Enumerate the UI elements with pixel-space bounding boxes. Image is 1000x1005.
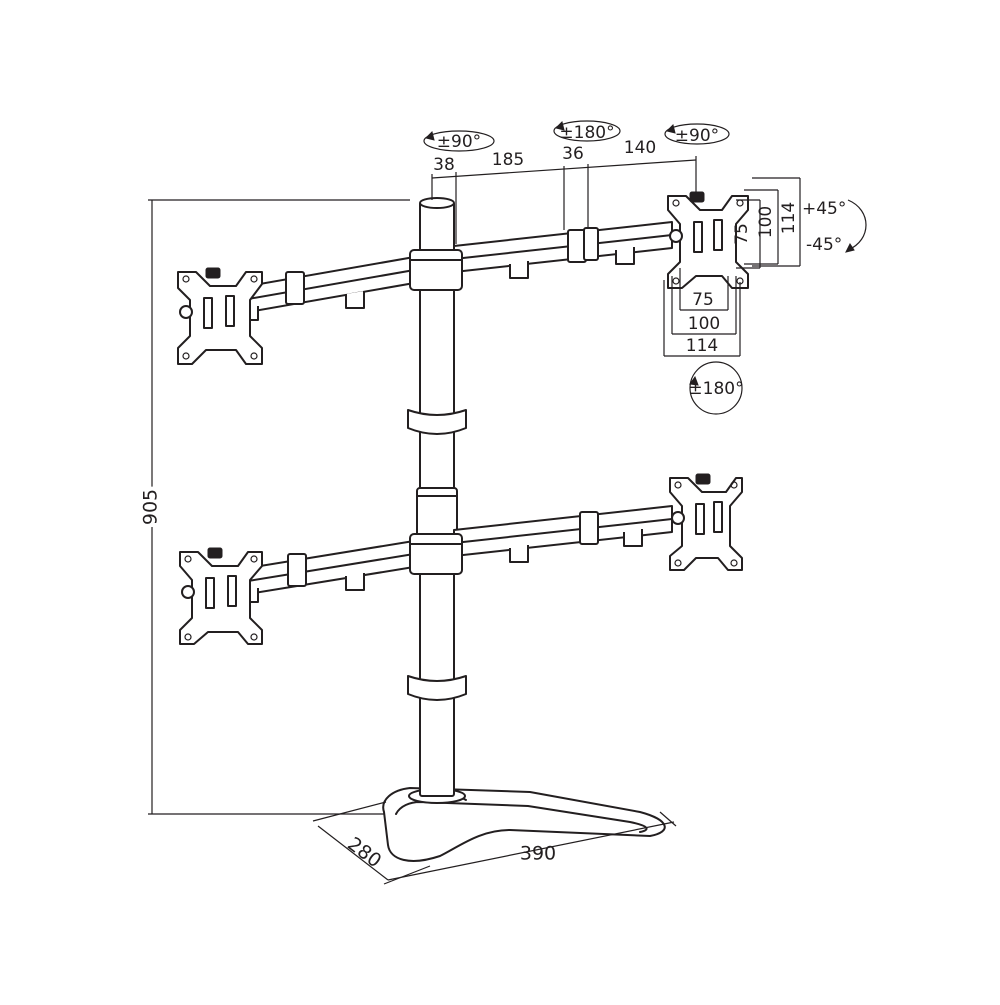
vesa-v75-label: 75	[732, 223, 752, 245]
vesa-v100-label: 100	[756, 206, 776, 238]
vertical-pole	[407, 197, 467, 797]
dim-185-label: 185	[492, 150, 524, 170]
base-depth-label: 280	[343, 833, 385, 872]
dim-140-label: 140	[624, 138, 656, 158]
rotation-right-head-turn: ±180°	[688, 361, 744, 415]
rotation-center-joint: ±180°	[553, 120, 621, 143]
rotation-right-head-label: ±90°	[675, 126, 719, 146]
dim-38-label: 38	[433, 155, 455, 175]
tilt-indicator: +45° -45°	[802, 199, 867, 255]
rotation-right-head: ±90°	[664, 123, 730, 146]
vesa-h100-label: 100	[688, 314, 720, 334]
vesa-plate-upper-left	[177, 267, 263, 365]
tilt-down-label: -45°	[806, 235, 842, 255]
arm-dimensions: 38 185 36 140	[431, 138, 697, 244]
dim-36-label: 36	[562, 144, 584, 164]
vesa-dimensions: 75 100 114 75 100 114	[663, 177, 801, 357]
upper-arm	[243, 221, 673, 321]
vesa-h75-label: 75	[692, 290, 714, 310]
rotation-right-head-turn-label: ±180°	[688, 379, 743, 399]
rotation-left-head: ±90°	[423, 130, 495, 152]
rotation-left-head-label: ±90°	[437, 132, 481, 152]
height-label: 905	[140, 489, 162, 525]
vesa-h114-label: 114	[686, 336, 718, 356]
tilt-up-label: +45°	[802, 199, 846, 219]
height-dimension: 905	[136, 199, 410, 815]
vesa-plate-lower-left	[179, 547, 263, 645]
rotation-center-joint-label: ±180°	[559, 123, 614, 143]
vesa-plate-lower-right	[669, 473, 743, 571]
base-width-label: 390	[520, 843, 556, 865]
vesa-plate-upper-right	[667, 191, 749, 289]
vesa-v114-label: 114	[779, 202, 799, 234]
lower-arm	[243, 505, 673, 603]
